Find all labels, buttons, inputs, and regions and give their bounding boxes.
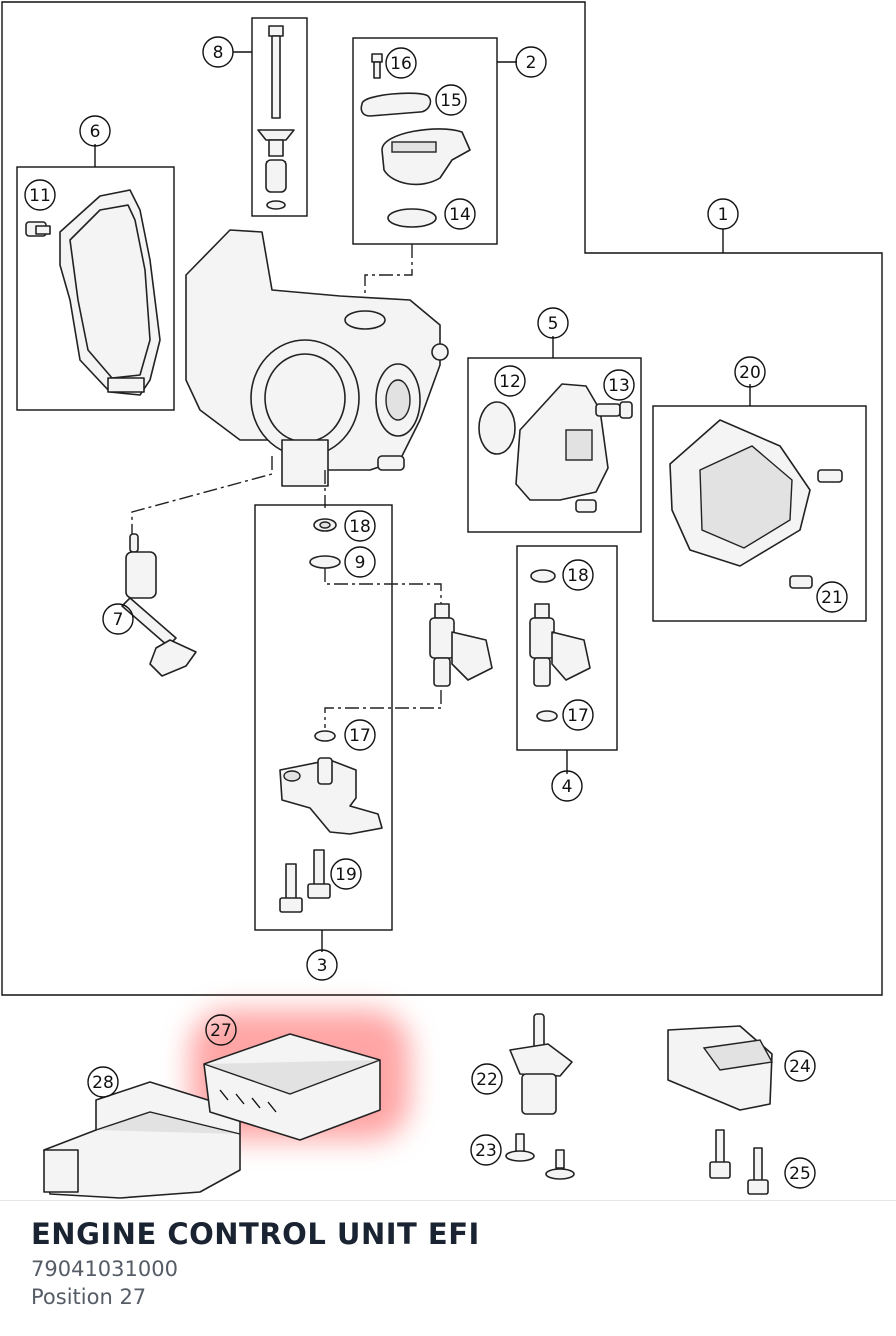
callout-27: 27 xyxy=(205,1014,237,1046)
svg-text:4: 4 xyxy=(562,777,573,797)
part-number: 79041031000 xyxy=(31,1257,178,1281)
group-3 xyxy=(254,504,442,952)
injector-free xyxy=(429,603,493,687)
svg-text:17: 17 xyxy=(567,706,589,726)
svg-text:27: 27 xyxy=(210,1021,232,1041)
svg-text:3: 3 xyxy=(317,956,328,976)
ecu-27 xyxy=(203,1033,381,1141)
callout-28: 28 xyxy=(87,1066,119,1098)
callout-15: 15 xyxy=(435,84,467,116)
svg-text:18: 18 xyxy=(349,517,371,537)
callout-6: 6 xyxy=(79,115,111,147)
callout-16: 16 xyxy=(385,47,417,79)
svg-text:28: 28 xyxy=(92,1073,114,1093)
sensor-22 xyxy=(505,1013,575,1180)
group-4 xyxy=(516,545,618,774)
callout-23: 23 xyxy=(470,1134,502,1166)
sensor-7 xyxy=(121,533,197,677)
callout-18a: 18 xyxy=(344,510,376,542)
svg-text:13: 13 xyxy=(608,376,630,396)
group-2 xyxy=(352,37,517,318)
callout-11: 11 xyxy=(24,179,56,211)
group-5 xyxy=(467,336,642,533)
assembly-frame xyxy=(1,1,883,996)
svg-text:9: 9 xyxy=(355,553,366,573)
callout-8: 8 xyxy=(202,36,234,68)
callout-22: 22 xyxy=(471,1063,503,1095)
svg-text:12: 12 xyxy=(499,372,521,392)
callout-24: 24 xyxy=(784,1050,816,1082)
svg-text:21: 21 xyxy=(821,588,843,608)
group-20 xyxy=(652,384,867,622)
svg-text:20: 20 xyxy=(739,363,761,383)
svg-text:18: 18 xyxy=(567,566,589,586)
part-info-footer: ENGINE CONTROL UNIT EFI 79041031000 Posi… xyxy=(0,1200,896,1336)
callout-1: 1 xyxy=(707,198,739,230)
svg-text:8: 8 xyxy=(213,43,224,63)
callout-13: 13 xyxy=(603,369,635,401)
callout-18b: 18 xyxy=(562,559,594,591)
callout-2: 2 xyxy=(515,46,547,78)
svg-text:1: 1 xyxy=(718,205,729,225)
group-8 xyxy=(233,17,308,217)
callout-14: 14 xyxy=(444,198,476,230)
callouts: 1 2 3 4 5 6 7 8 9 11 12 13 14 15 16 17 1… xyxy=(24,36,848,1189)
throttle-body xyxy=(185,229,449,487)
callout-7: 7 xyxy=(102,603,134,635)
svg-text:5: 5 xyxy=(548,314,559,334)
svg-text:2: 2 xyxy=(526,53,537,73)
callout-17b: 17 xyxy=(562,699,594,731)
svg-text:22: 22 xyxy=(476,1070,498,1090)
connector-24 xyxy=(667,1025,774,1195)
exploded-parts-diagram: 1 2 3 4 5 6 7 8 9 11 12 13 14 15 16 17 1… xyxy=(1,1,883,1199)
callout-4: 4 xyxy=(551,770,583,802)
callout-5: 5 xyxy=(537,307,569,339)
group-6 xyxy=(16,144,175,411)
callout-19: 19 xyxy=(330,858,362,890)
callout-25: 25 xyxy=(784,1157,816,1189)
svg-text:24: 24 xyxy=(789,1057,811,1077)
callout-17a: 17 xyxy=(344,719,376,751)
svg-text:11: 11 xyxy=(29,186,51,206)
svg-text:19: 19 xyxy=(335,865,357,885)
svg-text:17: 17 xyxy=(349,726,371,746)
svg-text:15: 15 xyxy=(440,91,462,111)
callout-3: 3 xyxy=(306,949,338,981)
svg-text:23: 23 xyxy=(475,1141,497,1161)
link-7 xyxy=(131,456,273,536)
svg-text:16: 16 xyxy=(390,54,412,74)
callout-20: 20 xyxy=(734,356,766,388)
ecu-28 xyxy=(43,1081,241,1199)
part-position: Position 27 xyxy=(31,1285,147,1309)
callout-9: 9 xyxy=(344,546,376,578)
part-title: ENGINE CONTROL UNIT EFI xyxy=(31,1217,480,1251)
svg-text:25: 25 xyxy=(789,1164,811,1184)
svg-text:6: 6 xyxy=(90,122,101,142)
callout-12: 12 xyxy=(494,365,526,397)
svg-text:14: 14 xyxy=(449,205,471,225)
svg-text:7: 7 xyxy=(113,610,124,630)
callout-21: 21 xyxy=(816,581,848,613)
